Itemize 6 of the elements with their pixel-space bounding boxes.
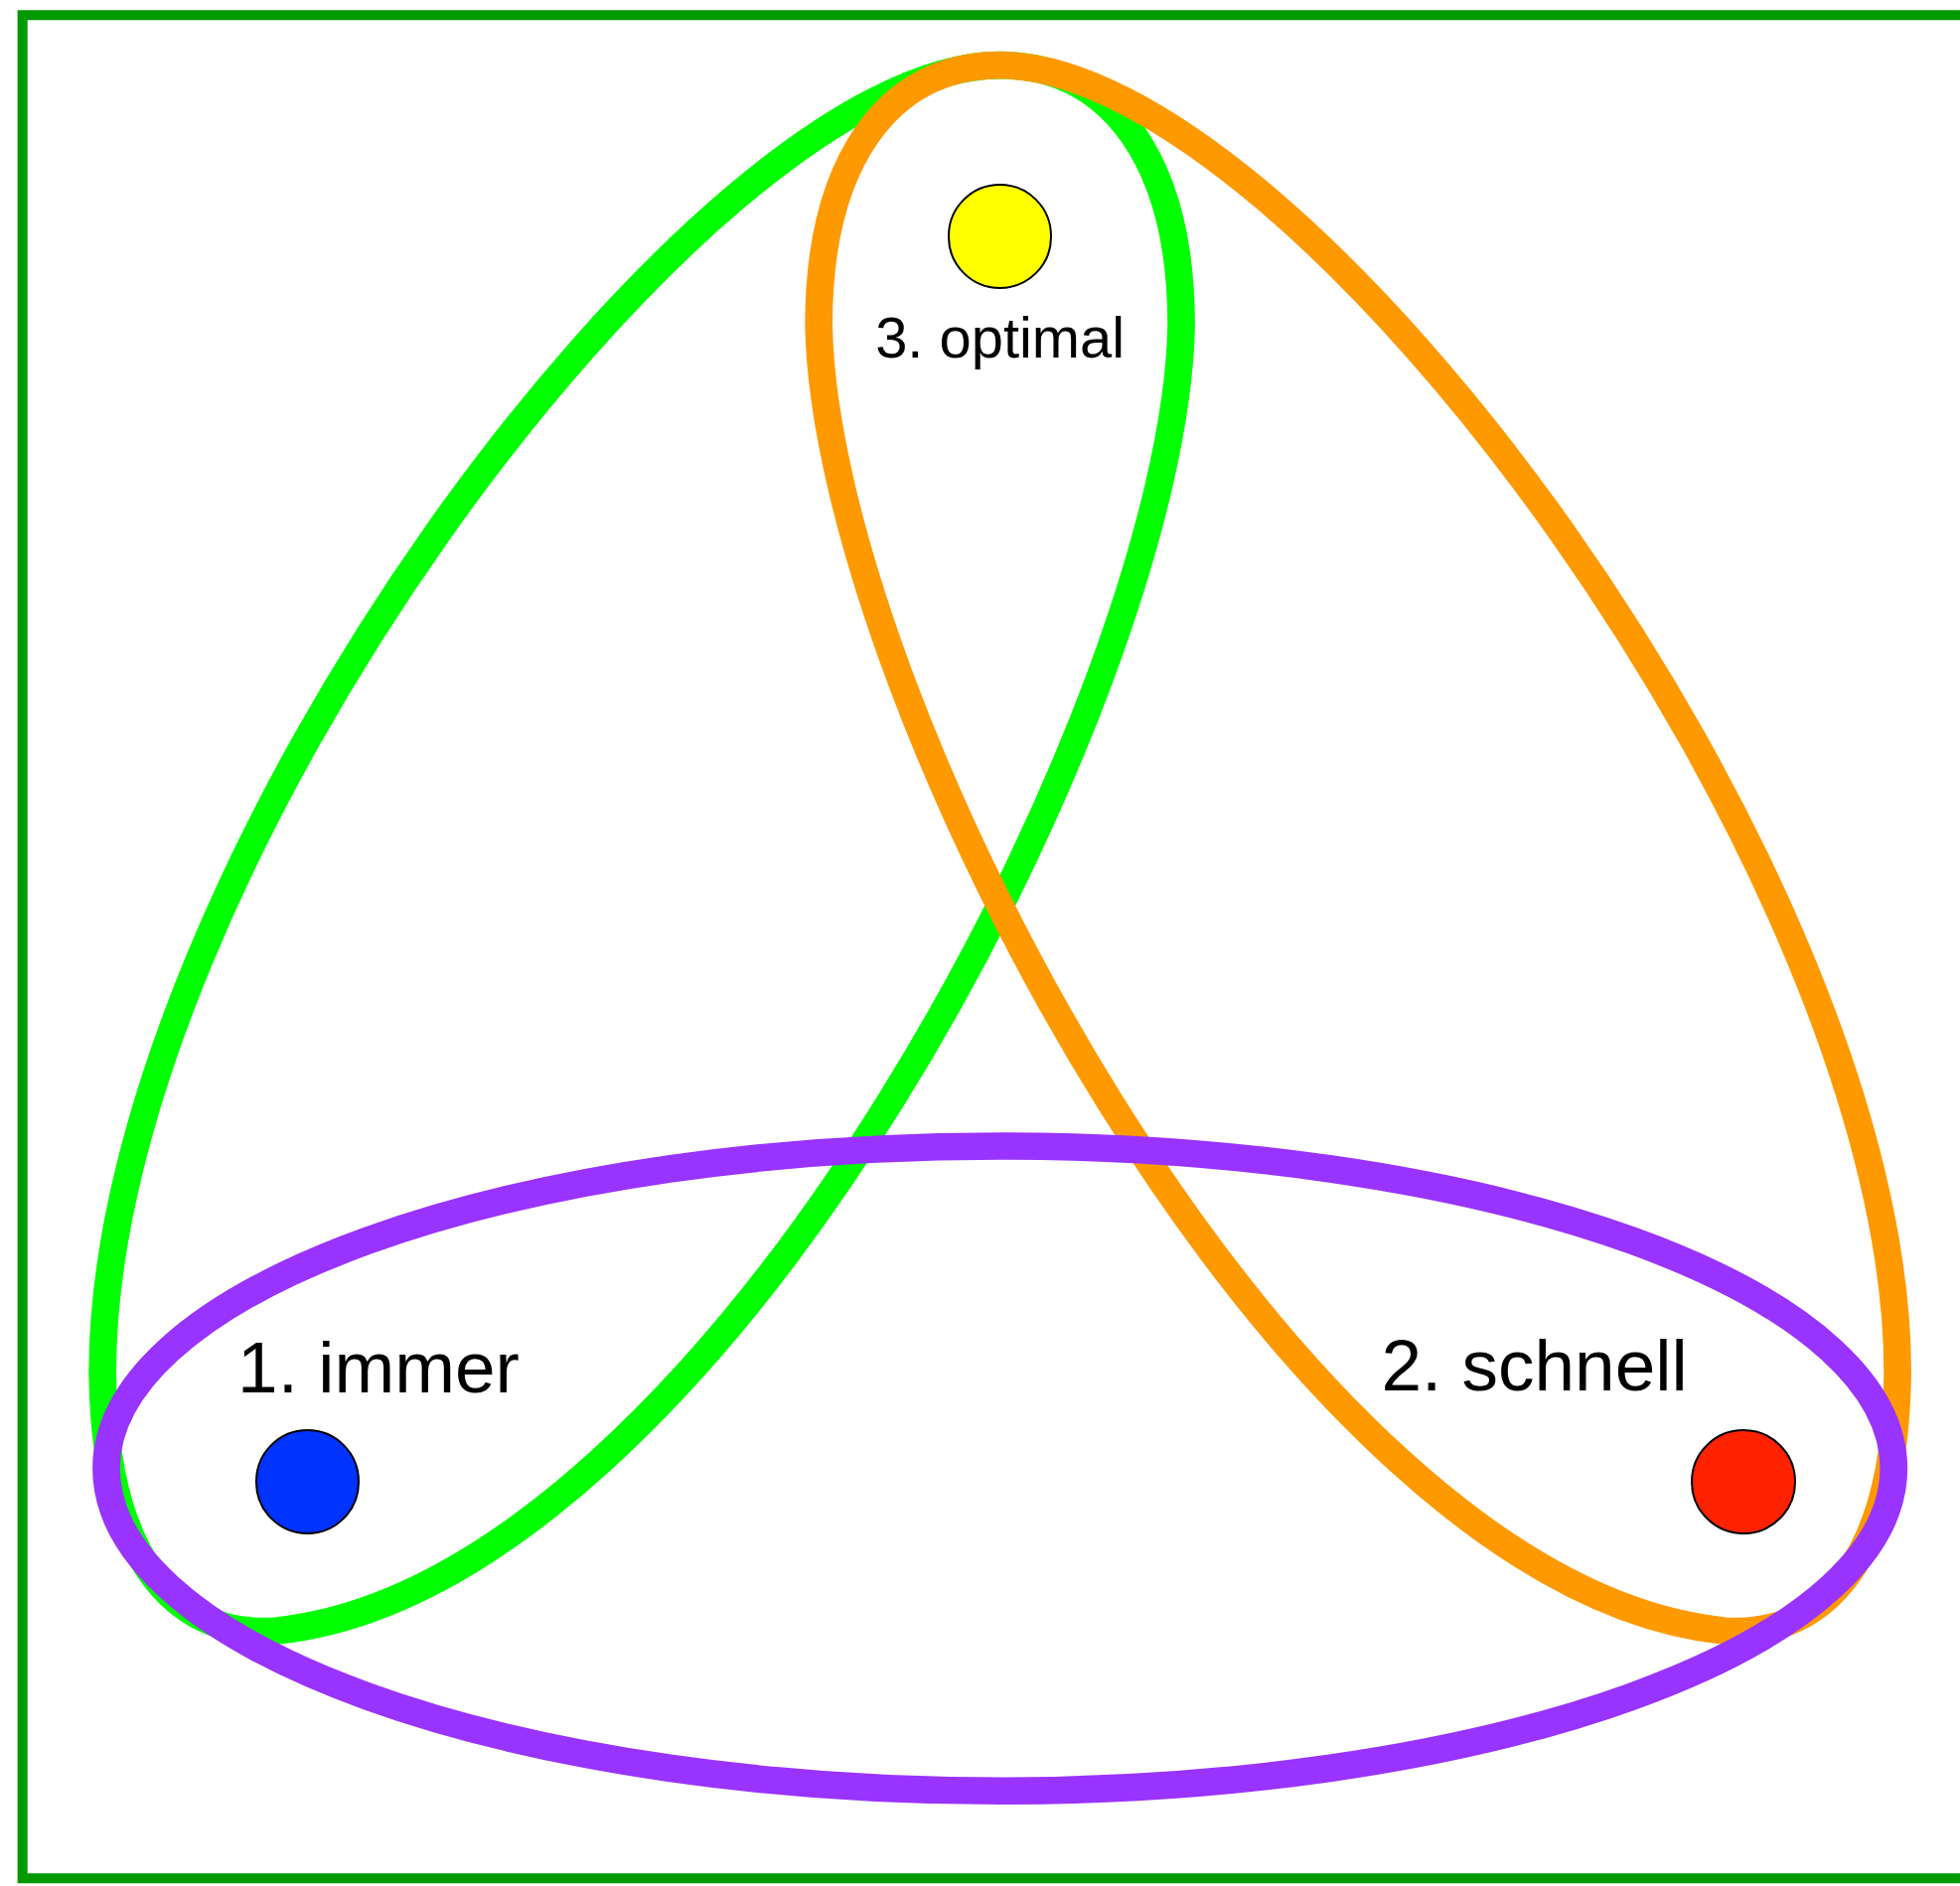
dot-label: 3. optimal	[875, 310, 1126, 367]
loop-outline	[88, 51, 1195, 1646]
loop-outline	[805, 51, 1911, 1646]
dot-label: 2. schnell	[1381, 1328, 1688, 1401]
dot-label: 1. immer	[237, 1331, 520, 1404]
ellipse-outline	[92, 1132, 1908, 1806]
